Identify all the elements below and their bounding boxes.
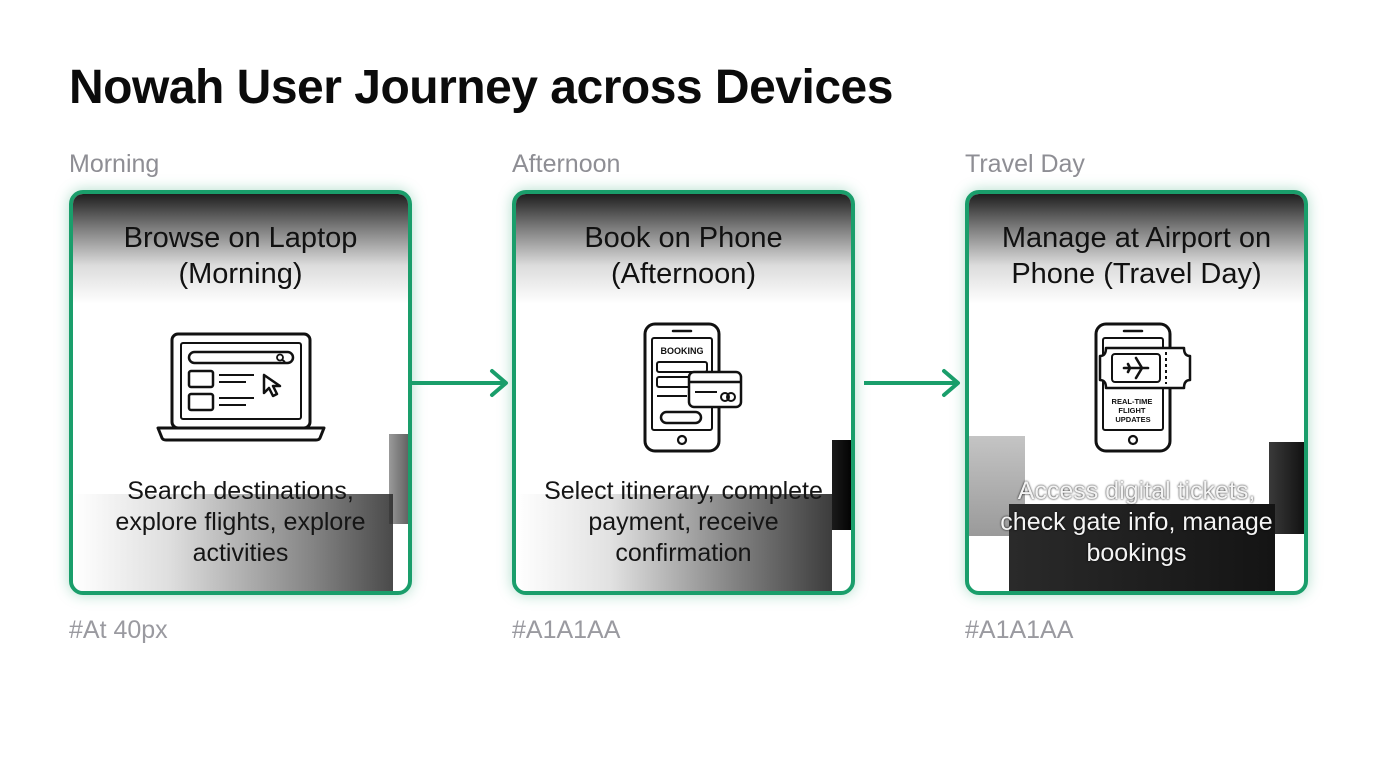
card-header-gradient — [969, 194, 1304, 304]
smear-decoration — [73, 494, 393, 591]
caption-afternoon: #A1A1AA — [512, 616, 621, 644]
arrow-right-icon — [412, 369, 508, 397]
phone-ticket-icon: REAL-TIME FLIGHT UPDATES — [1094, 322, 1191, 453]
booking-label: BOOKING — [660, 346, 703, 356]
smear-decoration — [1009, 504, 1275, 591]
stage-card-browse: Browse on Laptop (Morning) Search destin… — [69, 190, 412, 595]
laptop-browser-icon — [156, 332, 325, 442]
smear-decoration — [389, 434, 408, 524]
smear-decoration — [516, 494, 832, 591]
caption-morning: #At 40px — [69, 616, 168, 644]
card-description: Search destinations, explore flights, ex… — [115, 477, 366, 567]
card-title: Browse on Laptop (Morning) — [123, 222, 358, 290]
card-title: Book on Phone (Afternoon) — [584, 222, 783, 290]
phase-label-travel-day: Travel Day — [965, 150, 1085, 178]
flight-updates-label: REAL-TIME FLIGHT UPDATES — [1111, 397, 1154, 424]
arrow-right-icon — [864, 369, 960, 397]
card-description: Select itinerary, complete payment, rece… — [544, 477, 823, 567]
card-title: Manage at Airport on Phone (Travel Day) — [1001, 222, 1272, 290]
page-title: Nowah User Journey across Devices — [69, 61, 893, 114]
card-header-gradient — [73, 194, 408, 304]
phase-label-morning: Morning — [69, 150, 160, 178]
card-description: Access digital tickets, check gate info,… — [1000, 477, 1273, 567]
stage-card-book: Book on Phone (Afternoon) BOOKING Select… — [512, 190, 855, 595]
phase-label-afternoon: Afternoon — [512, 150, 621, 178]
card-header-gradient — [516, 194, 851, 304]
smear-decoration — [832, 440, 851, 530]
phone-booking-icon: BOOKING — [643, 322, 742, 453]
caption-travel-day: #A1A1AA — [965, 616, 1074, 644]
stage-card-manage: Manage at Airport on Phone (Travel Day) … — [965, 190, 1308, 595]
